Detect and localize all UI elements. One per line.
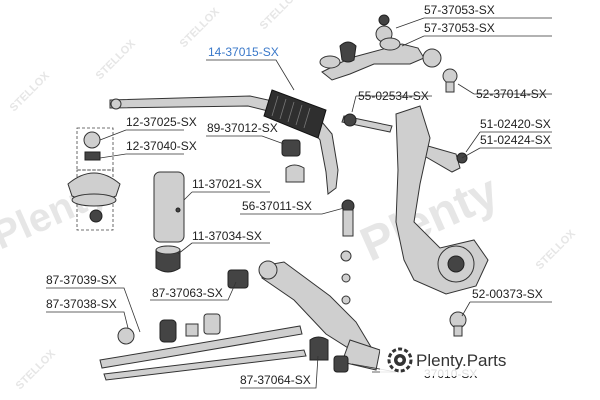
upper-ball-joint	[442, 68, 458, 93]
bump-stop	[155, 245, 181, 273]
callout-51-02420-sx: 51-02420-SX	[480, 117, 551, 131]
lower-arm-bushing-rear	[309, 336, 329, 361]
logo-name-text: Plenty	[416, 351, 464, 370]
callout-14-37015-sx[interactable]: 14-37015-SX	[208, 45, 279, 59]
lower-control-arm	[258, 260, 381, 371]
callout-56-37011-sx: 56-37011-SX	[242, 199, 312, 213]
gear-icon	[387, 347, 413, 373]
callout-12-37025-sx: 12-37025-SX	[126, 115, 197, 129]
stabilizer-bushings	[281, 139, 305, 183]
lower-arm-bushing-front	[227, 269, 249, 289]
watermark-stellox-3: STELLOX	[178, 5, 223, 50]
steering-knuckle	[395, 105, 489, 295]
lower-arm-mount	[333, 355, 349, 373]
dust-cover	[153, 171, 185, 243]
callout-87-37039-sx: 87-37039-SX	[46, 273, 117, 287]
logo-suffix-text: .Parts	[462, 351, 506, 370]
callout-55-02534-sx: 55-02534-SX	[358, 89, 429, 103]
upper-control-arm	[319, 14, 442, 81]
watermark-stellox-1: STELLOX	[8, 69, 53, 114]
radius-rod-bushings	[117, 313, 221, 345]
inner-tie-rod	[341, 113, 393, 133]
radius-rod	[99, 325, 307, 381]
watermark-stellox-5: STELLOX	[14, 347, 59, 392]
callout-89-37012-sx: 89-37012-SX	[207, 121, 278, 135]
watermark-stellox-6: STELLOX	[534, 227, 579, 272]
callout-11-37034-sx: 11-37034-SX	[192, 229, 262, 243]
callout-87-37063-sx: 87-37063-SX	[152, 286, 223, 300]
callout-87-37064-sx: 87-37064-SX	[240, 373, 311, 387]
callout-11-37021-sx: 11-37021-SX	[192, 177, 262, 191]
steering-rack-boot	[263, 89, 327, 139]
watermark-stellox-4: STELLOX	[258, 0, 303, 32]
lower-ball-joint	[449, 311, 467, 337]
callout-52-37014-sx: 52-37014-SX	[476, 87, 547, 101]
callout-57-37053-sx-2: 57-37053-SX	[424, 21, 495, 35]
logo-name: Plenty.Parts	[416, 351, 506, 370]
callout-12-37040-sx: 12-37040-SX	[126, 139, 197, 153]
leader-lines	[46, 17, 552, 389]
watermark-stellox-2: STELLOX	[94, 37, 139, 82]
stabilizer-link	[340, 199, 355, 305]
callout-52-00373-sx: 52-00373-SX	[472, 287, 543, 301]
plenty-parts-logo: Plenty.Parts	[380, 342, 594, 376]
callout-51-02424-sx: 51-02424-SX	[480, 133, 551, 147]
callout-87-37038-sx: 87-37038-SX	[46, 297, 117, 311]
strut-mount-assembly	[67, 131, 121, 223]
callout-57-37053-sx-1: 57-37053-SX	[424, 3, 495, 17]
